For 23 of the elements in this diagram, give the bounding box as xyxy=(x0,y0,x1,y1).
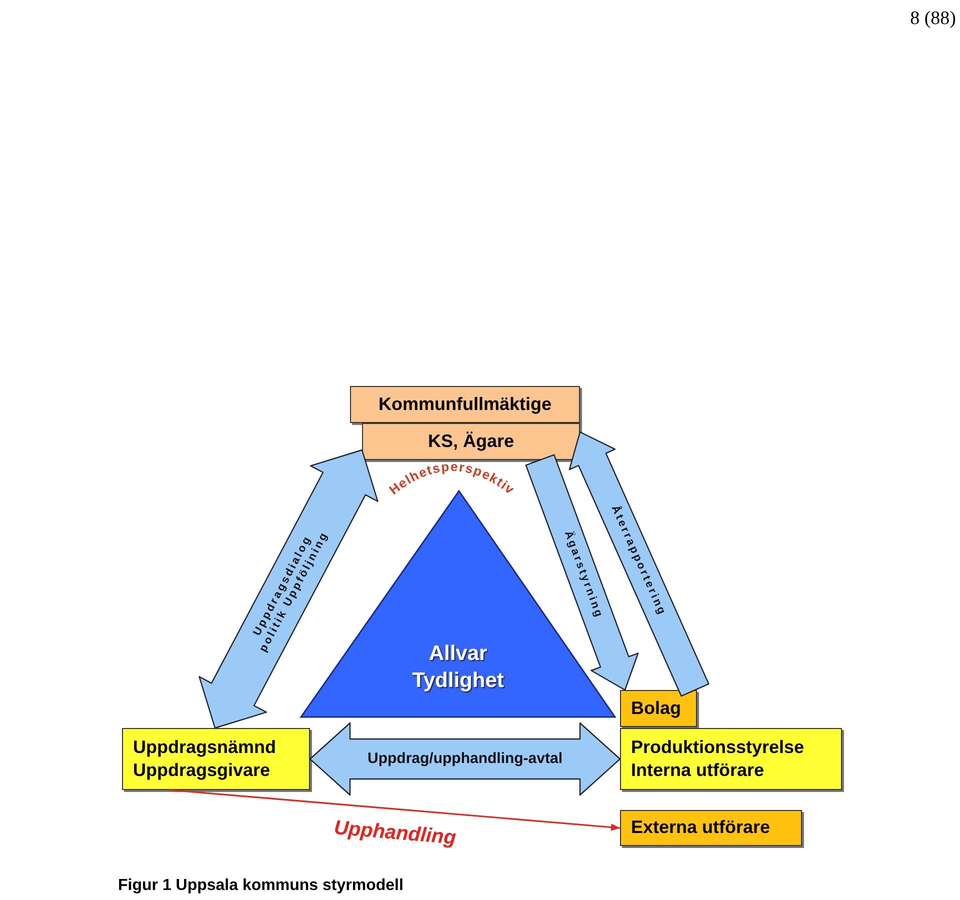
box-label: Bolag xyxy=(631,696,682,720)
block-arrow xyxy=(568,431,710,697)
page-number: 8 (88) xyxy=(910,8,956,30)
role-box xyxy=(122,728,310,790)
role-box xyxy=(350,386,580,423)
role-box xyxy=(620,810,802,846)
box-label: Produktionsstyrelse xyxy=(631,736,806,759)
box-label: Uppdragsgivare xyxy=(133,759,272,782)
box-label: Externa utförare xyxy=(631,816,772,840)
box-label: Interna utförare xyxy=(631,759,766,782)
caption: Figur 1 Uppsala kommuns styrmodell xyxy=(118,877,404,895)
block-arrow xyxy=(198,449,378,729)
role-box xyxy=(620,690,697,727)
box-label: Kommunfullmäktige xyxy=(378,392,552,416)
edge-label: Uppdrag/upphandling-avtal xyxy=(366,750,564,768)
role-box xyxy=(620,728,842,790)
block-arrow xyxy=(309,722,621,796)
block-arrow xyxy=(525,454,639,691)
role-box xyxy=(362,423,580,460)
triangle-label: Allvar Tydlighet xyxy=(411,641,505,694)
box-label: KS, Ägare xyxy=(428,430,514,453)
box-label: Uppdragsnämnd xyxy=(133,736,278,759)
arrow xyxy=(170,789,620,831)
